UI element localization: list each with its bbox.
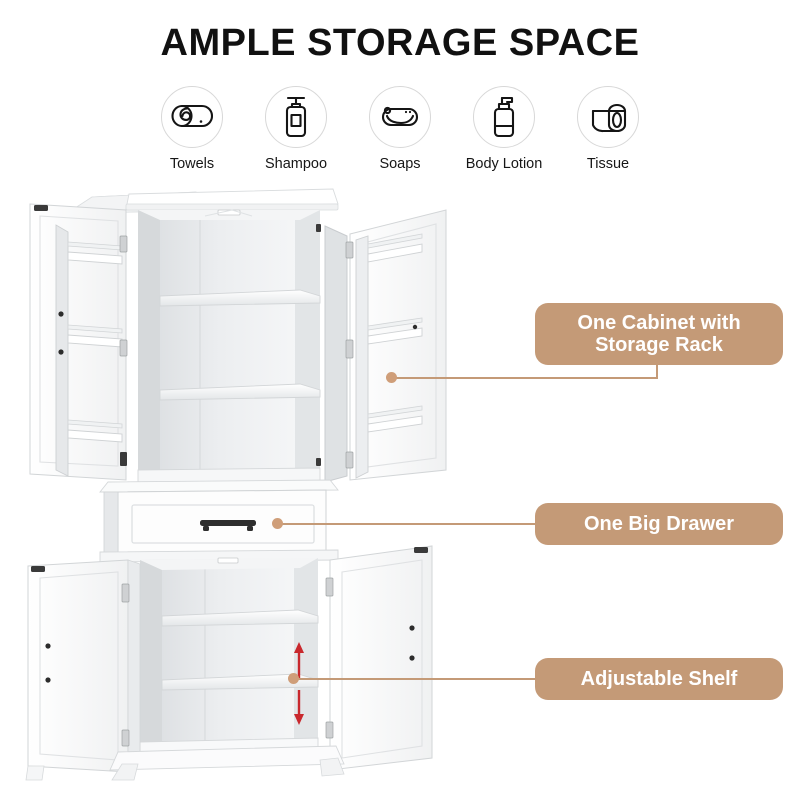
- callout-adjustable-shelf: Adjustable Shelf: [535, 658, 783, 700]
- upper-door-left[interactable]: [29, 203, 128, 481]
- callout-anchor-dot-2: [288, 673, 299, 684]
- foot: [111, 763, 139, 781]
- hinge-icon: [325, 721, 334, 739]
- hinge-icon: [345, 241, 354, 259]
- rolled-towel-icon: [161, 86, 223, 148]
- hinge-icon: [120, 452, 127, 466]
- tissue-roll-icon: [577, 86, 639, 148]
- callout-storage-rack: One Cabinet with Storage Rack: [535, 303, 783, 365]
- door-bumper: [414, 547, 428, 553]
- upper-interior-shelf-2: [159, 383, 321, 401]
- lower-door-left[interactable]: [27, 559, 141, 774]
- feature-label: Body Lotion: [465, 156, 543, 172]
- upper-door-right[interactable]: [316, 209, 447, 481]
- hinge-icon: [345, 451, 354, 469]
- door-rack-right: [355, 233, 423, 479]
- feature-item-body-lotion: Body Lotion: [452, 86, 556, 172]
- cabinet-base: [25, 745, 345, 781]
- callout-leader-line-1: [277, 523, 537, 525]
- adjustable-down-arrow: [294, 690, 304, 725]
- feature-item-soaps: Soaps: [348, 86, 452, 172]
- lotion-bottle-icon: [473, 86, 535, 148]
- door-bumper: [31, 566, 45, 572]
- upper-cabinet-interior: [138, 209, 320, 480]
- adjustable-up-arrow: [294, 642, 304, 678]
- feature-icon-row: Towels Shampoo: [140, 86, 660, 186]
- callout-leader-line-0: [392, 377, 658, 379]
- callout-leader-stub-0: [656, 365, 658, 379]
- callout-anchor-dot-0: [386, 372, 397, 383]
- callout-line-1: One Cabinet with: [577, 311, 741, 334]
- cabinet-top-panel: [64, 188, 339, 215]
- lower-interior-shelf-1: [161, 609, 319, 627]
- feature-item-tissue: Tissue: [556, 86, 660, 172]
- feature-label: Soaps: [379, 156, 421, 172]
- feature-label: Towels: [169, 156, 215, 172]
- callout-leader-line-2: [293, 678, 537, 680]
- lower-adjustable-shelf: [161, 673, 319, 691]
- soap-bar-icon: [369, 86, 431, 148]
- callout-line-2: Storage Rack: [595, 334, 723, 356]
- foot: [25, 765, 45, 781]
- upper-cabinet: [29, 188, 447, 485]
- hinge-icon: [119, 339, 128, 357]
- feature-label: Shampoo: [264, 156, 328, 172]
- upper-interior-shelf-1: [159, 289, 321, 307]
- foot: [319, 757, 345, 777]
- feature-item-shampoo: Shampoo: [244, 86, 348, 172]
- feature-item-towels: Towels: [140, 86, 244, 172]
- callout-line-1: One Big Drawer: [583, 512, 735, 535]
- feature-label: Tissue: [586, 156, 630, 172]
- hinge-icon: [119, 235, 128, 253]
- drawer-handle[interactable]: [200, 520, 256, 531]
- lower-door-right[interactable]: [325, 545, 433, 771]
- hinge-icon: [121, 729, 130, 747]
- hinge-icon: [325, 577, 334, 597]
- callout-big-drawer: One Big Drawer: [535, 503, 783, 545]
- callout-line-1: Adjustable Shelf: [580, 667, 738, 690]
- drawer-section: [99, 479, 339, 563]
- callout-anchor-dot-1: [272, 518, 283, 529]
- shampoo-bottle-icon: [265, 86, 327, 148]
- lower-cabinet: [25, 545, 433, 781]
- page-title: AMPLE STORAGE SPACE: [160, 22, 640, 64]
- door-bumper: [34, 205, 48, 211]
- upper-door-right-inner[interactable]: [324, 225, 348, 483]
- hinge-icon: [121, 583, 130, 603]
- product-illustration: [0, 180, 470, 800]
- hinge-icon: [345, 339, 354, 359]
